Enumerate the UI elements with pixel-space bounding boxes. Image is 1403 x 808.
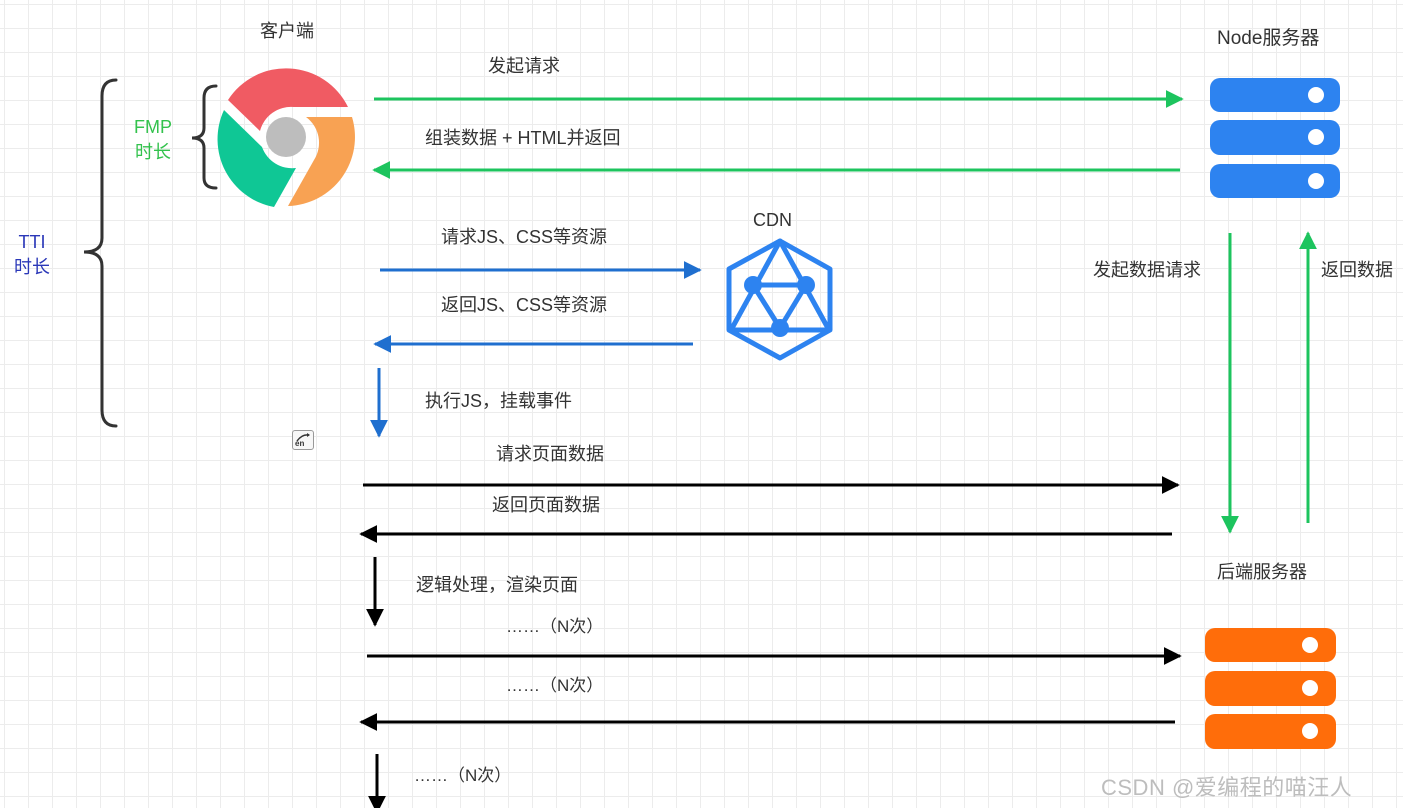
cdn-network-icon (726, 238, 833, 361)
fmp-line1: FMP (134, 117, 172, 137)
message-label-return-html: 组装数据 + HTML并返回 (425, 128, 621, 148)
message-label-request-page-data: 请求页面数据 (496, 444, 604, 464)
fmp-metric-label: FMP 时长 (127, 115, 179, 165)
fmp-brace (191, 84, 218, 190)
message-label-n-self: ……（N次） (414, 766, 512, 785)
message-label-data-return: 返回数据 (1321, 260, 1393, 280)
node-server-icon (1210, 78, 1340, 198)
message-label-n-return: ……（N次） (506, 676, 604, 695)
fmp-line2: 时长 (135, 142, 171, 162)
message-label-n-request: ……（N次） (506, 617, 604, 636)
node-server-label: Node服务器 (1217, 28, 1320, 49)
message-label-render: 逻辑处理，渲染页面 (416, 575, 578, 595)
client-label: 客户端 (260, 21, 314, 41)
message-label-return-assets: 返回JS、CSS等资源 (441, 295, 608, 315)
message-label-return-page-data: 返回页面数据 (492, 495, 600, 515)
translate-icon[interactable]: en (292, 430, 314, 450)
message-label-execute-js: 执行JS，挂载事件 (425, 391, 573, 411)
translate-icon-text: en (295, 439, 305, 448)
watermark: CSDN @爱编程的喵汪人 (1101, 775, 1353, 800)
chrome-browser-icon (217, 68, 355, 207)
message-label-data-request: 发起数据请求 (1093, 260, 1201, 280)
backend-server-label: 后端服务器 (1217, 562, 1307, 582)
swap-arrows-icon (296, 433, 310, 442)
tti-line1: TTI (18, 232, 46, 252)
cdn-label: CDN (753, 210, 792, 230)
message-label-request-assets: 请求JS、CSS等资源 (441, 227, 608, 247)
tti-brace (83, 78, 118, 428)
message-label-request: 发起请求 (488, 56, 560, 76)
tti-metric-label: TTI 时长 (6, 230, 58, 280)
tti-line2: 时长 (14, 257, 50, 277)
backend-server-icon (1205, 628, 1336, 749)
